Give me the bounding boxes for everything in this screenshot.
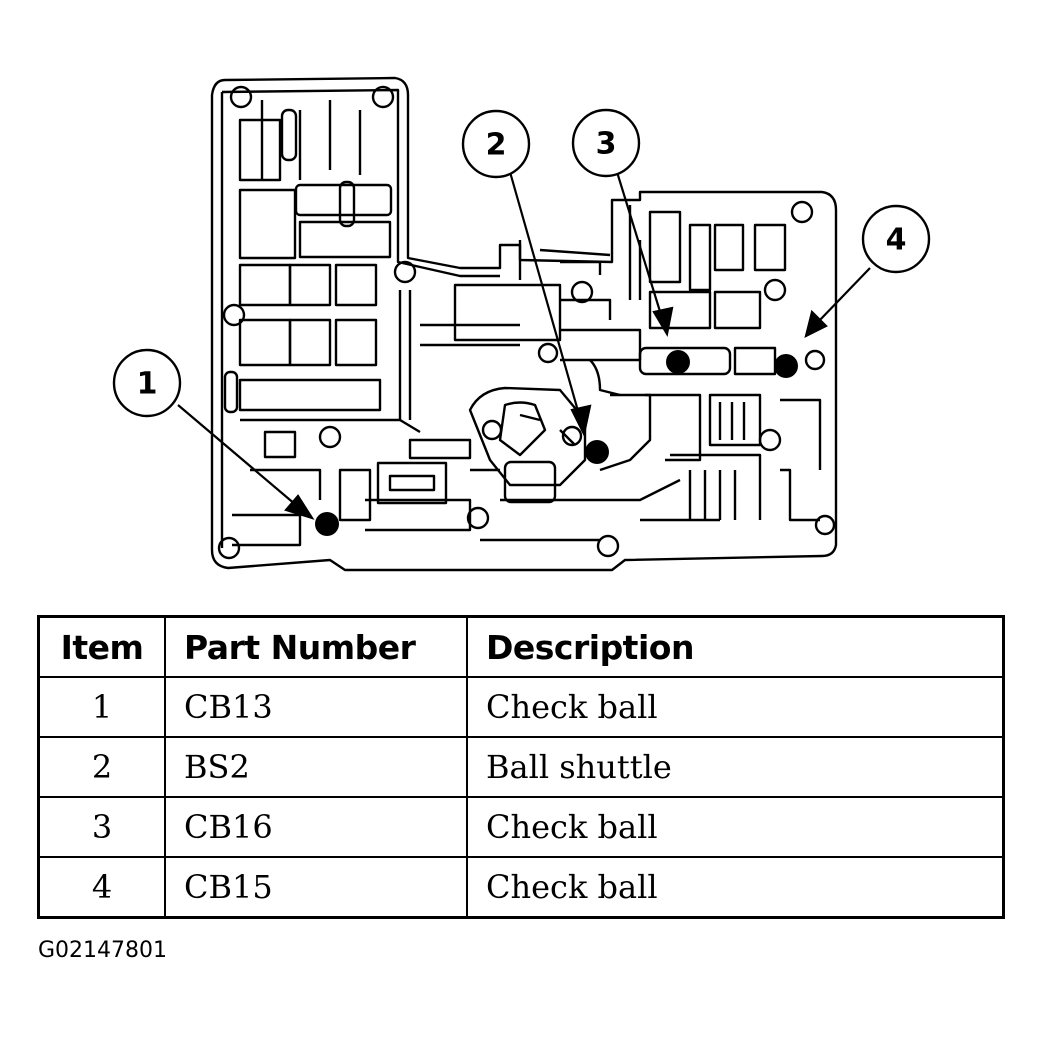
table-header-row: Item Part Number Description	[37, 615, 1005, 678]
check-ball-1	[315, 512, 339, 536]
cell-part-number: BS2	[164, 736, 468, 798]
cell-description: Check ball	[466, 676, 1005, 738]
cell-part-number: CB13	[164, 676, 468, 738]
table-row: 2 BS2 Ball shuttle	[37, 736, 1005, 798]
cell-item: 4	[37, 856, 166, 919]
callout-label-1: 1	[137, 367, 158, 402]
cell-item: 3	[37, 796, 166, 858]
cell-item: 2	[37, 736, 166, 798]
callout-circle-2	[461, 109, 531, 179]
callout-circle-3	[571, 108, 641, 178]
cell-description: Ball shuttle	[466, 736, 1005, 798]
callout-circle-1	[112, 348, 182, 418]
header-description: Description	[466, 615, 1005, 678]
cell-item: 1	[37, 676, 166, 738]
cell-part-number: CB15	[164, 856, 468, 919]
table-row: 3 CB16 Check ball	[37, 796, 1005, 858]
check-ball-4	[774, 354, 798, 378]
ball-shuttle-2	[585, 440, 609, 464]
cell-part-number: CB16	[164, 796, 468, 858]
check-ball-3	[666, 350, 690, 374]
callout-label-3: 3	[596, 127, 617, 162]
header-part-number: Part Number	[164, 615, 468, 678]
header-item: Item	[37, 615, 166, 678]
valve-body-diagram: 1 2 3 4	[112, 76, 931, 572]
callout-circle-4	[861, 204, 931, 274]
callout-label-2: 2	[486, 128, 507, 163]
callout-label-4: 4	[886, 223, 907, 258]
valve-body-outline	[210, 76, 838, 572]
figure-id: G02147801	[38, 938, 168, 963]
cell-description: Check ball	[466, 796, 1005, 858]
cell-description: Check ball	[466, 856, 1005, 919]
table-row: 1 CB13 Check ball	[37, 676, 1005, 738]
parts-table: Item Part Number Description 1 CB13 Chec…	[37, 615, 1005, 919]
table-row: 4 CB15 Check ball	[37, 856, 1005, 919]
